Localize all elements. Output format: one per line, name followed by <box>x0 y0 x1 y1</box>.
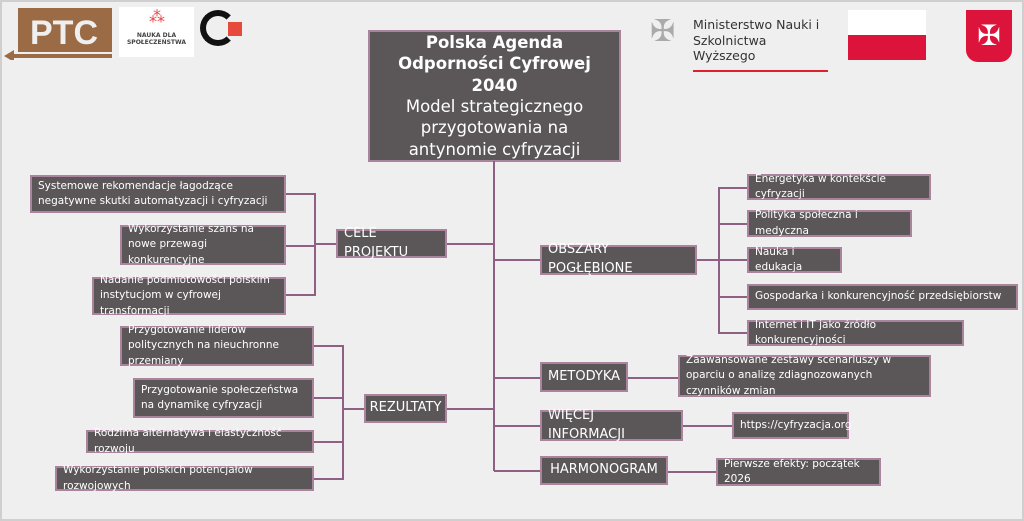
connector <box>314 478 344 480</box>
title-box: Polska Agenda Odporności Cyfrowej 2040 M… <box>368 30 621 162</box>
obszary-item: Energetyka w kontekście cyfryzacji <box>747 173 931 200</box>
obszary-item: Nauka i edukacja <box>747 246 842 273</box>
connector <box>286 193 316 195</box>
connector <box>494 377 540 379</box>
website-link[interactable]: https://cyfryzacja.org <box>732 412 851 439</box>
connector <box>342 408 364 410</box>
connector <box>697 259 719 261</box>
c-logo <box>200 10 236 46</box>
connector <box>628 377 678 379</box>
eagle-icon: ✠ <box>650 14 676 49</box>
connector <box>286 294 316 296</box>
ptc-logo: PTC <box>4 8 112 60</box>
connector <box>494 259 540 261</box>
connector <box>718 223 747 225</box>
wiecej-informacji-node: WIĘCEJ INFORMACJI <box>540 408 683 442</box>
connector <box>718 187 747 189</box>
cele-item: Systemowe rekomendacje łagodzące negatyw… <box>30 175 286 213</box>
cele-item: Nadanie podmiotowości polskim instytucjo… <box>92 274 286 317</box>
rezultaty-item: Przygotowanie liderów politycznych na ni… <box>120 324 314 367</box>
connector <box>286 245 316 247</box>
trunk-line <box>493 161 495 471</box>
connector <box>314 243 336 245</box>
connector <box>314 193 316 295</box>
connector <box>342 345 344 479</box>
connector <box>718 332 747 334</box>
rezultaty-item: Rodzima alternatywa i elastyczność rozwo… <box>86 427 314 455</box>
harmonogram-item: Pierwsze efekty: początek 2026 <box>716 458 881 486</box>
connector <box>683 425 732 427</box>
obszary-item: Internet i IT jako źródło konkurencyjnoś… <box>747 319 964 346</box>
coat-of-arms: ✠ <box>966 10 1012 62</box>
nauka-logo: ⁂ NAUKA DLA SPOŁECZEŃSTWA <box>119 7 194 57</box>
metodyka-node: METODYKA <box>540 362 628 392</box>
connector <box>718 296 747 298</box>
connector <box>668 471 716 473</box>
connector <box>718 259 747 261</box>
rezultaty-item: Przygotowanie społeczeństwa na dynamikę … <box>133 378 314 418</box>
connector <box>447 243 494 245</box>
c-logo-flag <box>228 22 242 36</box>
obszary-item: Polityka społeczna i medyczna <box>747 209 912 237</box>
connector <box>494 470 540 472</box>
polish-flag <box>848 10 926 60</box>
connector <box>494 425 540 427</box>
connector <box>314 397 344 399</box>
svg-text:PTC: PTC <box>30 14 98 52</box>
harmonogram-node: HARMONOGRAM <box>540 456 668 485</box>
cele-item: Wykorzystanie szans na nowe przewagi kon… <box>120 223 286 266</box>
cele-projektu-node: CELE PROJEKTU <box>336 226 447 260</box>
metodyka-item: Zaawansowane zestawy scenariuszy w oparc… <box>678 354 931 397</box>
rezultaty-item: Wykorzystanie polskich potencjałów rozwo… <box>55 464 314 492</box>
ministry-logo: Ministerstwo Nauki i Szkolnictwa Wyższeg… <box>693 17 828 72</box>
connector <box>314 441 344 443</box>
rezultaty-node: REZULTATY <box>364 394 447 423</box>
network-icon: ⁂ <box>149 7 165 26</box>
obszary-node: OBSZARY POGŁĘBIONE <box>540 242 697 276</box>
connector <box>447 408 494 410</box>
obszary-item: Gospodarka i konkurencyjność przedsiębio… <box>747 284 1018 310</box>
connector <box>314 345 344 347</box>
